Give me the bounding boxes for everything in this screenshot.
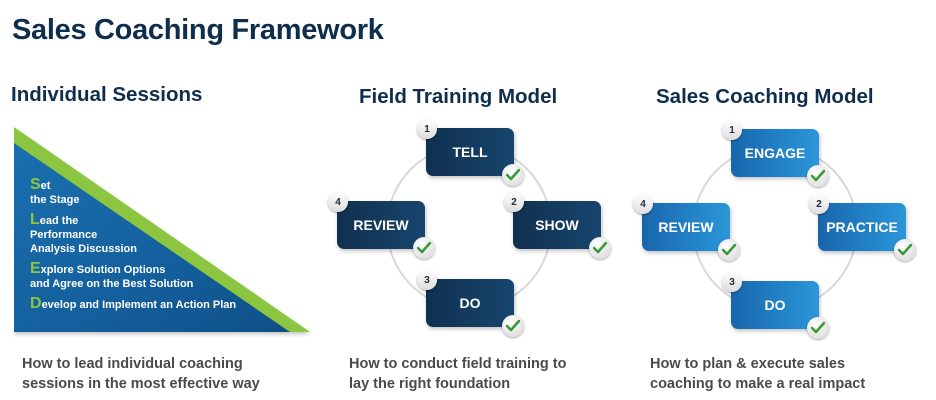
sled-text: xplore Solution Options xyxy=(40,264,166,276)
step-label: SHOW xyxy=(535,217,579,233)
step-number-badge: 1 xyxy=(417,119,437,139)
step-label: PRACTICE xyxy=(826,219,898,235)
sled-text: Analysis Discussion xyxy=(30,243,137,255)
check-icon xyxy=(894,239,916,261)
caption-line: sessions in the most effective way xyxy=(22,376,260,392)
caption-line: coaching to make a real impact xyxy=(650,376,866,392)
sled-triangle xyxy=(14,127,314,337)
check-icon xyxy=(502,315,524,337)
step-number-badge: 2 xyxy=(504,192,524,212)
step-label: DO xyxy=(459,295,481,311)
triangle-blue-body xyxy=(14,143,290,332)
step-number-badge: 3 xyxy=(722,272,742,292)
sled-letter: S xyxy=(30,176,41,193)
sled-item-lead-discussion: Lead the Performance Analysis Discussion xyxy=(30,211,236,256)
sled-text: Performance xyxy=(30,229,98,241)
field-training-heading: Field Training Model xyxy=(359,85,558,108)
sled-letter: E xyxy=(30,260,41,277)
check-icon xyxy=(807,317,829,339)
step-label: REVIEW xyxy=(658,219,714,235)
individual-sessions-caption: How to lead individual coaching sessions… xyxy=(22,354,260,394)
field-step-show: 2 SHOW xyxy=(504,192,611,259)
caption-line: How to lead individual coaching xyxy=(22,356,243,372)
coaching-step-do: 3 DO xyxy=(722,272,829,339)
field-step-review: 4 REVIEW xyxy=(328,192,435,259)
step-number-badge: 1 xyxy=(722,120,742,140)
caption-line: How to plan & execute sales xyxy=(650,356,846,372)
check-icon xyxy=(502,164,524,186)
field-step-tell: 1 TELL xyxy=(417,119,524,186)
sled-letter: L xyxy=(30,211,40,228)
sales-coaching-caption: How to plan & execute sales coaching to … xyxy=(650,354,865,394)
sled-text: et xyxy=(40,180,51,192)
coaching-step-review: 4 REVIEW xyxy=(633,194,740,261)
sled-item-develop-plan: Develop and Implement an Action Plan xyxy=(30,295,237,312)
check-icon xyxy=(718,239,740,261)
step-number-badge: 4 xyxy=(328,192,348,212)
step-number-badge: 4 xyxy=(633,194,653,214)
sled-text: ead the xyxy=(39,215,79,227)
sled-letter: D xyxy=(30,295,42,312)
sled-text: and Agree on the Best Solution xyxy=(30,278,194,290)
sales-coaching-heading: Sales Coaching Model xyxy=(656,85,874,108)
step-number-badge: 2 xyxy=(809,194,829,214)
coaching-step-practice: 2 PRACTICE xyxy=(809,194,916,261)
step-number-badge: 3 xyxy=(417,270,437,290)
field-step-do: 3 DO xyxy=(417,270,524,337)
check-icon xyxy=(589,237,611,259)
coaching-step-engage: 1 ENGAGE xyxy=(722,120,829,187)
sled-text: evelop and Implement an Action Plan xyxy=(41,299,237,311)
step-label: ENGAGE xyxy=(744,145,806,161)
sled-item-set-stage: Set the Stage xyxy=(30,176,236,207)
check-icon xyxy=(807,165,829,187)
sled-text: the Stage xyxy=(30,194,80,206)
individual-sessions-heading: Individual Sessions xyxy=(11,83,203,106)
step-label: REVIEW xyxy=(353,217,409,233)
field-training-caption: How to conduct field training to lay the… xyxy=(349,354,566,394)
check-icon xyxy=(413,237,435,259)
step-label: TELL xyxy=(452,144,488,160)
step-label: DO xyxy=(764,297,786,313)
page-title: Sales Coaching Framework xyxy=(12,14,384,46)
caption-line: How to conduct field training to xyxy=(349,356,567,372)
sled-list: Set the Stage Lead the Performance Analy… xyxy=(30,176,237,318)
caption-line: lay the right foundation xyxy=(349,376,511,392)
sled-item-explore-options: Explore Solution Options and Agree on th… xyxy=(30,260,236,291)
